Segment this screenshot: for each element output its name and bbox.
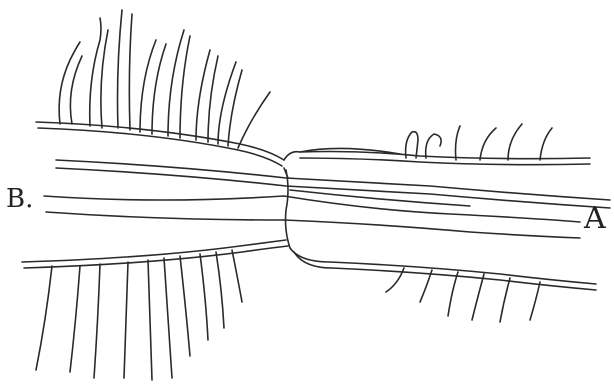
fiber-ul-5 — [118, 10, 123, 128]
fiber-lr-5 — [500, 278, 510, 322]
fiber-ur-6 — [540, 128, 552, 160]
fiber-lr-3 — [448, 272, 458, 316]
fiber-ll-6 — [164, 258, 172, 378]
fiber-ul-15 — [238, 92, 270, 148]
label-a: A — [584, 204, 606, 234]
fiber-ll-3 — [94, 264, 100, 378]
fiber-ll-2 — [70, 266, 80, 372]
fiber-ur-4 — [480, 128, 496, 160]
fiber-ul-7 — [140, 40, 156, 132]
lower-sheath-right-inner — [294, 252, 596, 290]
fiber-ul-9 — [168, 30, 184, 136]
fiber-lr-2 — [420, 270, 432, 302]
fiber-ll-9 — [216, 252, 224, 328]
fiber-ur-5 — [508, 124, 522, 160]
fiber-ul-1 — [59, 42, 80, 124]
fiber-lr-4 — [472, 274, 484, 320]
fiber-ul-8 — [152, 44, 166, 134]
fiber-ul-3 — [90, 18, 101, 126]
fiber-lr-6 — [530, 282, 540, 320]
fiber-ul-12 — [208, 56, 218, 142]
label-b: B. — [6, 186, 33, 212]
core-line-2 — [56, 168, 610, 208]
upper-sheath-right — [300, 152, 590, 159]
core-line-5 — [290, 190, 470, 206]
fiber-ul-2 — [70, 56, 82, 124]
fiber-ll-4 — [124, 262, 128, 378]
fiber-ul-4 — [101, 30, 108, 128]
upper-sheath-left — [36, 122, 284, 160]
lower-sheath-right — [290, 248, 596, 284]
fiber-ul-6 — [129, 14, 132, 130]
fiber-ll-8 — [200, 254, 208, 340]
lower-sheath-left-inner — [24, 246, 288, 268]
fiber-ll-7 — [180, 256, 190, 356]
fiber-ur-3 — [456, 126, 461, 160]
fiber-ll-10 — [232, 250, 242, 302]
fiber-ll-1 — [36, 266, 52, 370]
fiber-ul-10 — [180, 36, 190, 138]
fiber-ur-2 — [426, 134, 441, 158]
fiber-ll-5 — [148, 260, 152, 380]
junction-seam — [286, 170, 291, 248]
